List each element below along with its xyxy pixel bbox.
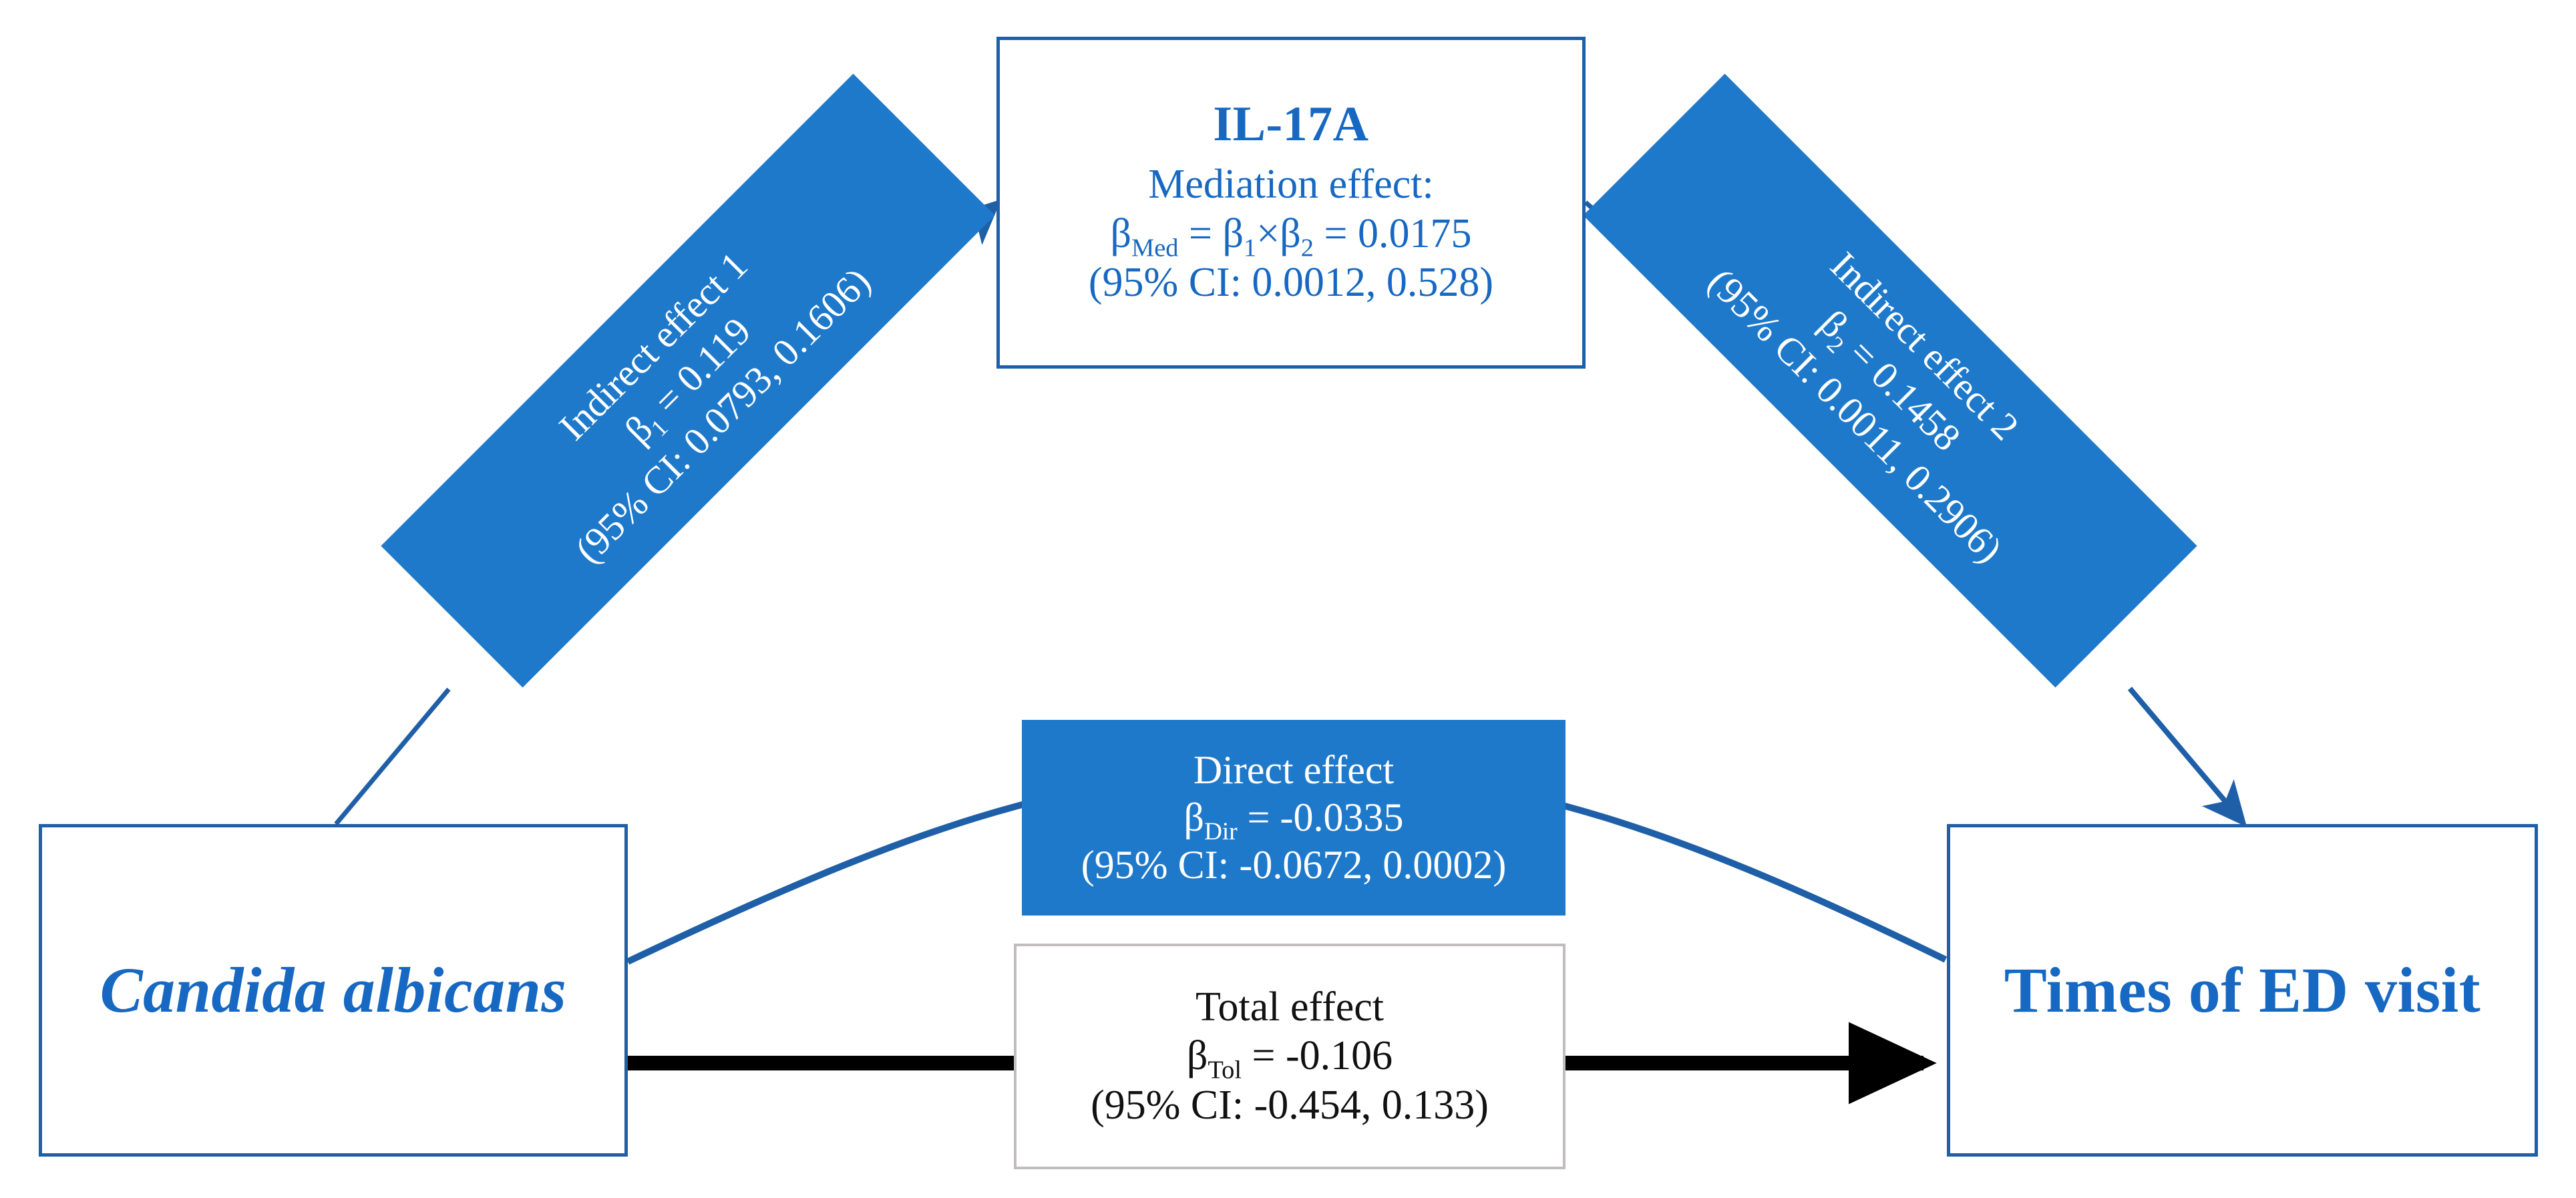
total-effect-ci: (95% CI: -0.454, 0.133) [1091, 1082, 1489, 1128]
direct-effect-coefficient: βDir = -0.0335 [1183, 794, 1404, 844]
indirect-effect-2-banner: Indirect effect 2 β2 = 0.1458 (95% CI: 0… [1583, 73, 2197, 688]
outcome-node-times-of-ed-visit: Times of ED visit [1947, 824, 2538, 1157]
total-effect-beta-value: = -0.106 [1242, 1033, 1393, 1079]
total-effect-title: Total effect [1195, 984, 1384, 1030]
total-effect-beta-subscript: Tol [1208, 1056, 1242, 1084]
exposure-node-candida-albicans: Candida albicans [39, 824, 628, 1157]
direct-effect-beta-subscript: Dir [1204, 818, 1238, 846]
direct-effect-node: Direct effect βDir = -0.0335 (95% CI: -0… [1022, 720, 1566, 916]
mediator-formula-eq: = β [1178, 210, 1244, 256]
direct-effect-ci: (95% CI: -0.0672, 0.0002) [1081, 842, 1507, 887]
total-effect-node: Total effect βTol = -0.106 (95% CI: -0.4… [1014, 944, 1566, 1169]
mediator-subtitle: Mediation effect: [1148, 162, 1434, 208]
arrow-indirect2-to-outcome [2127, 686, 2247, 827]
direct-effect-title: Direct effect [1193, 748, 1395, 793]
mediator-ci: (95% CI: 0.0012, 0.528) [1088, 259, 1494, 305]
total-effect-coefficient: βTol = -0.106 [1186, 1032, 1393, 1083]
mediator-node-il17a: IL-17A Mediation effect: βMed = β1×β2 = … [996, 37, 1586, 369]
exposure-label: Candida albicans [100, 954, 567, 1026]
indirect-effect-1-banner: Indirect effect 1 β1 = 0.119 (95% CI: 0.… [381, 73, 995, 688]
mediator-beta-subscript: Med [1131, 233, 1179, 262]
mediator-title: IL-17A [1213, 97, 1369, 152]
direct-effect-beta-symbol: β [1183, 795, 1205, 840]
mediator-formula-sub2: 2 [1300, 233, 1314, 262]
mediator-formula-tail: = 0.0175 [1313, 210, 1472, 256]
mediator-formula: βMed = β1×β2 = 0.0175 [1110, 210, 1472, 261]
connector-candida-to-indirect1 [334, 687, 451, 826]
mediator-beta-symbol: β [1110, 210, 1132, 256]
total-effect-beta-symbol: β [1186, 1033, 1208, 1079]
mediator-formula-sub1: 1 [1244, 233, 1257, 262]
mediator-formula-mid: ×β [1256, 210, 1301, 256]
outcome-label: Times of ED visit [2004, 954, 2481, 1026]
direct-effect-beta-value: = -0.0335 [1237, 795, 1404, 840]
